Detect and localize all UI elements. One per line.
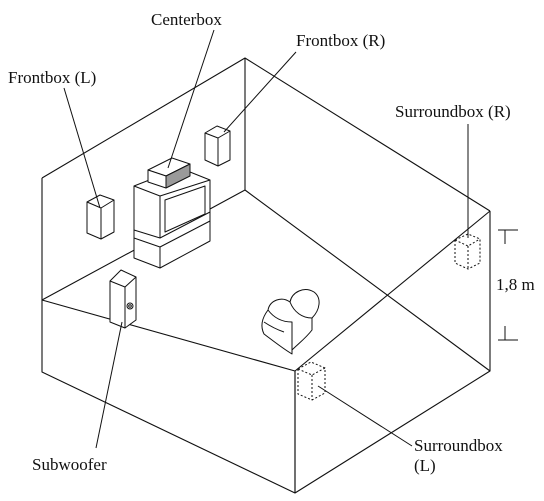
centerbox-side (147, 169, 167, 189)
text-labels: Centerbox Frontbox (R) Frontbox (L) Surr… (8, 10, 511, 475)
surroundbox-l-label-line2: (L) (414, 456, 436, 475)
frontbox-l-label: Frontbox (L) (8, 68, 96, 87)
surroundbox-r-edge (454, 238, 481, 247)
room-back-floor-edge (41, 189, 491, 372)
leader-lines (63, 29, 469, 449)
room-back-top-edge (41, 57, 491, 212)
surroundbox-l-speaker (297, 361, 326, 401)
armchair-backrest (289, 301, 313, 319)
tv-screen (164, 185, 206, 233)
frontbox-r-label: Frontbox (R) (296, 31, 385, 50)
frontbox-l-speaker (86, 194, 115, 240)
surroundbox-r-speaker (454, 233, 481, 270)
room-outline (41, 57, 491, 494)
armchair-seat (267, 309, 293, 350)
leader-frontbox-l (63, 87, 101, 209)
height-dimension-label: 1,8 m (496, 275, 535, 294)
leader-surroundbox-l (317, 385, 413, 447)
leader-centerbox (167, 29, 215, 169)
centerbox-label: Centerbox (151, 10, 222, 29)
subwoofer-label: Subwoofer (32, 455, 107, 474)
surroundbox-l-edge (297, 367, 326, 376)
surroundbox-l-label-line1: Surroundbox (414, 436, 503, 455)
surroundbox-r-label: Surroundbox (R) (395, 102, 511, 121)
room-right-floor-edge (294, 210, 491, 372)
frontbox-r-speaker (204, 125, 231, 167)
height-dimension: 1,8 m (496, 229, 535, 341)
armchair (261, 289, 320, 355)
armchair-arm (263, 321, 285, 333)
leader-subwoofer (95, 321, 123, 449)
leader-frontbox-r (223, 51, 297, 133)
centerbox-speaker (147, 157, 191, 189)
subwoofer-speaker (109, 269, 137, 329)
subwoofer-body (109, 269, 137, 329)
subwoofer-port-inner (128, 304, 132, 308)
